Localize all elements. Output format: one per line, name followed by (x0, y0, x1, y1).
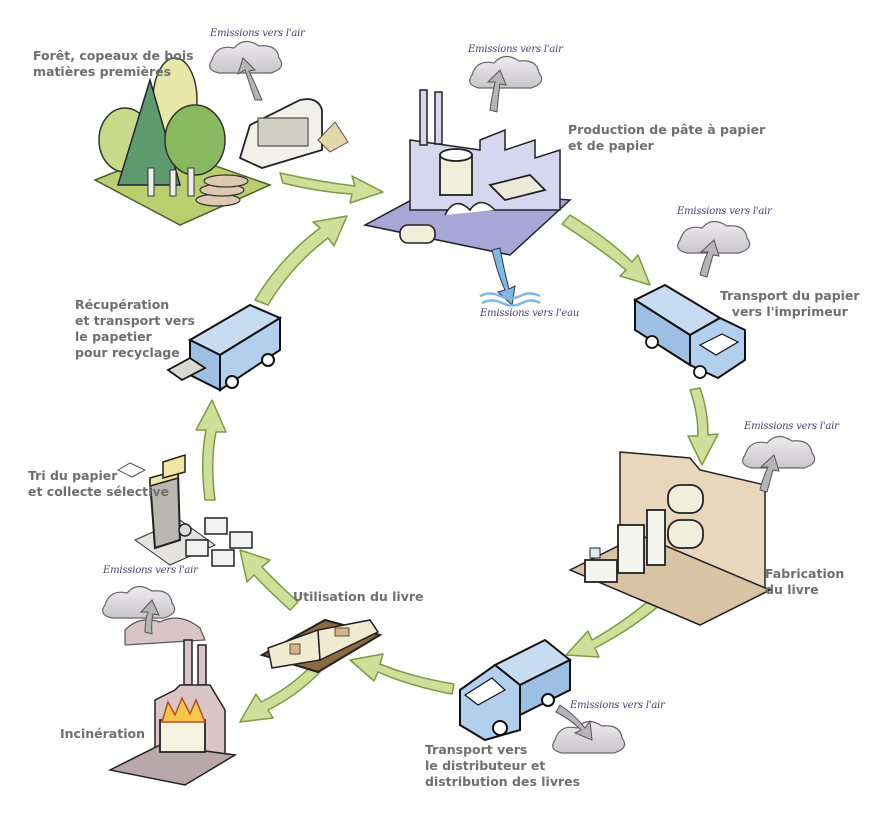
bookbinding-illustration (568, 451, 772, 626)
arrow-use-to-sorting (239, 549, 299, 611)
emission-arrows (139, 57, 780, 741)
label-transport-paper: Transport du papier vers l'imprimeur (720, 288, 860, 319)
incinerator-illustration (107, 617, 238, 786)
arrow-bookmaking-to-distribution (565, 597, 661, 658)
flow-arrows (195, 172, 719, 723)
emission-label-bookmaking: Emissions vers l'air (744, 421, 839, 432)
emission-label-pulp: Emissions vers l'air (468, 44, 563, 55)
label-book-making: Fabrication du livre (765, 566, 845, 597)
open-book-illustration (259, 618, 383, 674)
truck-paper-illustration (632, 283, 746, 380)
forest-illustration (93, 57, 349, 226)
arrow-use-to-incineration (239, 664, 321, 723)
emission-label-transport: Emissions vers l'air (677, 206, 772, 217)
label-book-use: Utilisation du livre (293, 589, 424, 604)
cloud-pulp (469, 55, 543, 89)
recycling-bin-illustration (116, 453, 253, 567)
cloud-forest (209, 40, 283, 74)
cloud-incineration (102, 585, 176, 619)
arrow-pulp-to-transport (561, 214, 651, 286)
emission-label-forest: Emissions vers l'air (210, 28, 305, 39)
label-sorting: Tri du papier et collecte sélective (28, 468, 170, 499)
cloud-bookmaking (742, 435, 816, 469)
label-distribution: Transport vers le distributeur et distri… (425, 742, 581, 789)
arrow-forest-to-pulp (279, 172, 384, 204)
arrow-transport-to-bookmaking (687, 387, 719, 466)
emission-label-pulp-water: Emissions vers l'eau (480, 308, 580, 319)
paper-mill-illustration (362, 89, 572, 307)
label-forest: Forêt, copeaux de bois matières première… (33, 48, 194, 79)
emission-label-incineration: Emissions vers l'air (103, 565, 198, 576)
label-recovery: Récupération et transport vers le papeti… (75, 297, 195, 360)
emission-label-distribution: Emissions vers l'air (570, 700, 665, 711)
label-incineration: Incinération (60, 726, 145, 741)
truck-distribution-illustration (459, 638, 572, 742)
arrow-sorting-to-recovery (195, 399, 227, 501)
label-pulp-production: Production de pâte à papier et de papier (568, 122, 766, 153)
arrow-recovery-to-pulp (254, 215, 348, 306)
cloud-transport (677, 220, 751, 254)
recycling-truck-illustration (166, 303, 283, 392)
arrow-distribution-to-use (349, 653, 455, 695)
